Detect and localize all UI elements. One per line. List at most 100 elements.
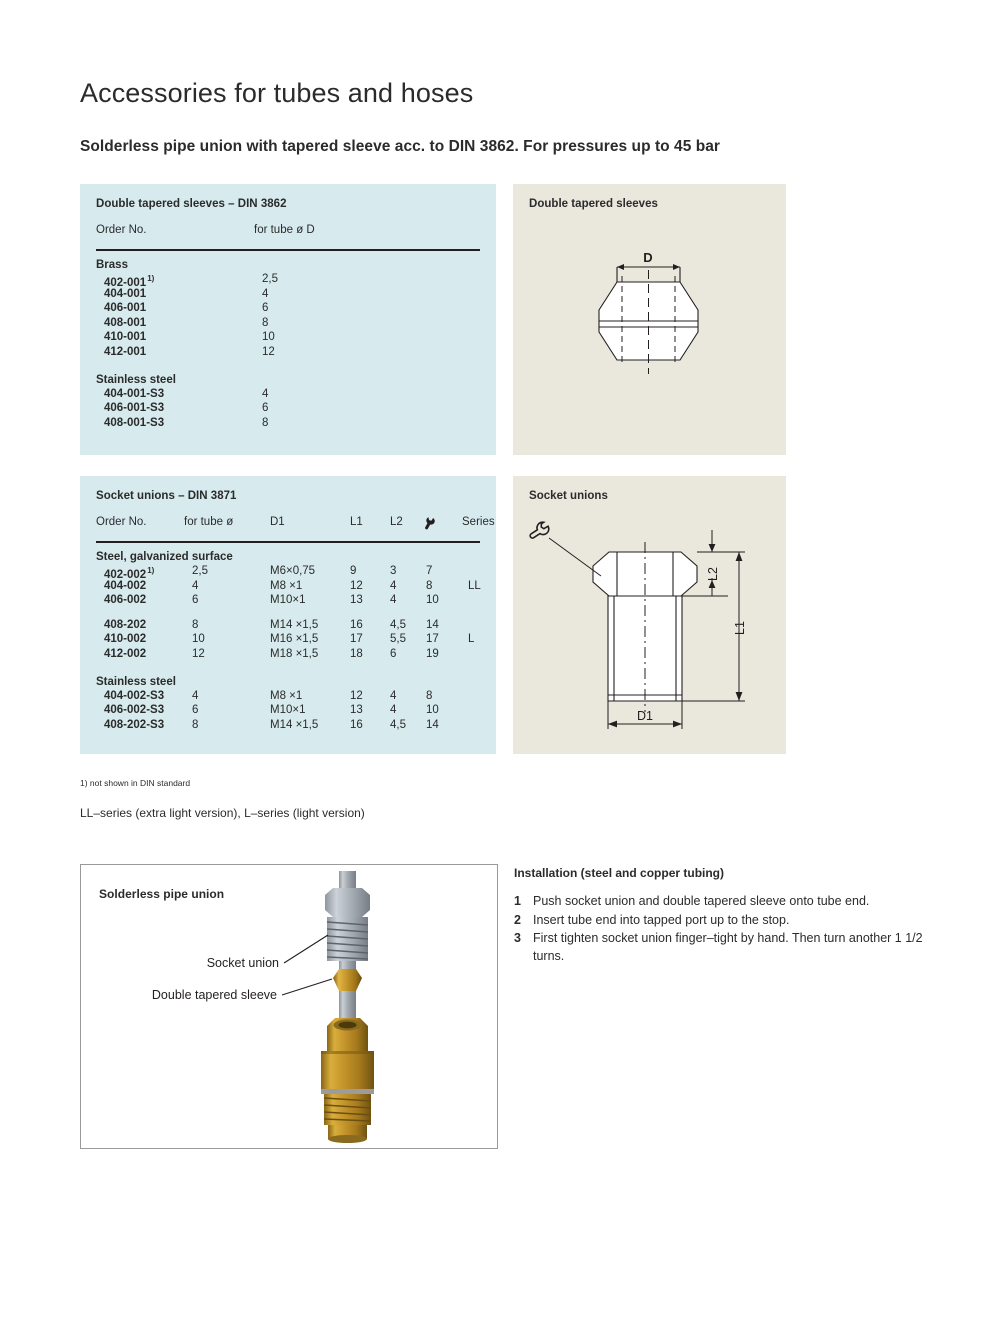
table-unions-title: Socket unions – DIN 3871 — [96, 490, 237, 502]
tube-diameter: 4 — [192, 579, 199, 592]
order-no: 406-002-S3 — [104, 704, 165, 717]
tube-diameter: 10 — [192, 633, 205, 646]
tube-diameter: 10 — [262, 331, 275, 344]
table-panel-unions: Socket unions – DIN 3871 Order No. for t… — [80, 476, 496, 754]
header-rule — [96, 249, 480, 251]
length-l2: 4 — [390, 579, 397, 592]
step-number: 3 — [514, 931, 521, 945]
col-l2: L2 — [390, 516, 403, 528]
tube-diameter: 8 — [192, 718, 199, 731]
order-no: 404-002-S3 — [104, 689, 165, 702]
tube-diameter: 2,5 — [262, 273, 278, 285]
wrench-size: 19 — [426, 647, 439, 660]
group-spacer — [96, 360, 480, 373]
callout-double-tapered-sleeve: Double tapered sleeve — [152, 988, 277, 1002]
wrench-icon — [529, 521, 550, 539]
footnote-din: 1) not shown in DIN standard — [80, 778, 191, 788]
tube-diameter: 8 — [192, 618, 199, 631]
thread-d1: M10×1 — [270, 704, 306, 717]
wrench-size: 8 — [426, 579, 433, 592]
order-no: 406-001 — [104, 302, 147, 315]
union-technical-drawing: L2 L1 D1 — [529, 521, 747, 729]
tube-diameter: 6 — [192, 704, 199, 717]
wrench-size: 8 — [426, 689, 433, 702]
tube-diameter: 6 — [262, 402, 269, 415]
tube-diameter: 12 — [262, 345, 275, 358]
order-no: 412-002 — [104, 647, 147, 660]
drawing-sleeves-title: Double tapered sleeves — [529, 198, 658, 210]
thread-d1: M16 ×1,5 — [270, 633, 319, 646]
drawing-panel-unions: Socket unions — [513, 476, 786, 754]
drawing-panel-sleeves: Double tapered sleeves — [513, 184, 786, 455]
pipe-union-photo: Socket union Double tapered sleeve — [152, 871, 374, 1143]
wrench-size: 10 — [426, 594, 439, 607]
drawing-unions-title: Socket unions — [529, 490, 608, 502]
wrench-size: 14 — [426, 618, 439, 631]
installation-title: Installation (steel and copper tubing) — [514, 866, 725, 880]
length-l2: 4 — [390, 704, 397, 717]
thread-d1: M10×1 — [270, 594, 306, 607]
length-l2: 6 — [390, 647, 397, 660]
order-no: 402-0011) — [104, 274, 155, 289]
material-group-label: Brass — [96, 259, 128, 271]
tube-diameter: 12 — [192, 647, 205, 660]
order-no: 412-001 — [104, 345, 147, 358]
col-order-no: Order No. — [96, 224, 147, 236]
order-no: 406-002 — [104, 594, 147, 607]
table-unions-header: Order No. for tube ø D1 L1 L2 Series — [96, 516, 495, 542]
tube-diameter: 4 — [262, 287, 269, 300]
length-l1: 9 — [350, 565, 357, 577]
dim-label-l2: L2 — [706, 567, 720, 581]
step-text: First tighten socket union finger–tight … — [533, 931, 923, 963]
table-row: 406-001 6 — [96, 301, 480, 316]
thread-d1: M8 ×1 — [270, 579, 303, 592]
page-subtitle: Solderless pipe union with tapered sleev… — [80, 138, 721, 155]
page-title: Accessories for tubes and hoses — [80, 78, 474, 108]
length-l2: 4 — [390, 594, 397, 607]
thread-d1: M14 ×1,5 — [270, 618, 319, 631]
table-row: 412-001 12 — [96, 345, 480, 360]
table-panel-sleeves: Double tapered sleeves – DIN 3862 Order … — [80, 184, 496, 455]
material-group-label: Steel, galvanized surface — [96, 551, 233, 563]
step-number: 2 — [514, 912, 521, 927]
wrench-size: 7 — [426, 565, 433, 577]
tube-diameter: 6 — [262, 302, 269, 315]
footnote-series: LL–series (extra light version), L–serie… — [80, 806, 365, 820]
order-no: 404-002 — [104, 579, 147, 592]
thread-d1: M8 ×1 — [270, 689, 303, 702]
length-l2: 4,5 — [390, 618, 406, 631]
thread-d1: M18 ×1,5 — [270, 647, 319, 660]
photo-panel: Solderless pipe union — [80, 864, 498, 1149]
sleeve-technical-drawing: D — [598, 250, 699, 374]
length-l1: 12 — [350, 579, 363, 592]
order-no: 410-002 — [104, 633, 147, 646]
table-row: 402-0011) 2,5 — [96, 272, 480, 289]
length-l2: 5,5 — [390, 633, 406, 646]
col-tube-d: for tube ø D — [254, 224, 315, 236]
dim-label-d1: D1 — [637, 709, 653, 723]
wrench-icon — [424, 516, 441, 531]
table-sleeves: Order No. for tube ø D Brass 402-0011) 2,5… — [96, 224, 480, 430]
wrench-size: 14 — [426, 718, 439, 731]
col-l1: L1 — [350, 516, 363, 528]
tube-diameter: 2,5 — [192, 565, 208, 577]
col-order-no: Order No. — [96, 516, 147, 528]
table-sleeves-title: Double tapered sleeves – DIN 3862 — [96, 198, 287, 210]
length-l1: 13 — [350, 704, 363, 717]
length-l2: 4 — [390, 689, 397, 702]
length-l1: 12 — [350, 689, 363, 702]
material-group-label: Stainless steel — [96, 373, 176, 386]
